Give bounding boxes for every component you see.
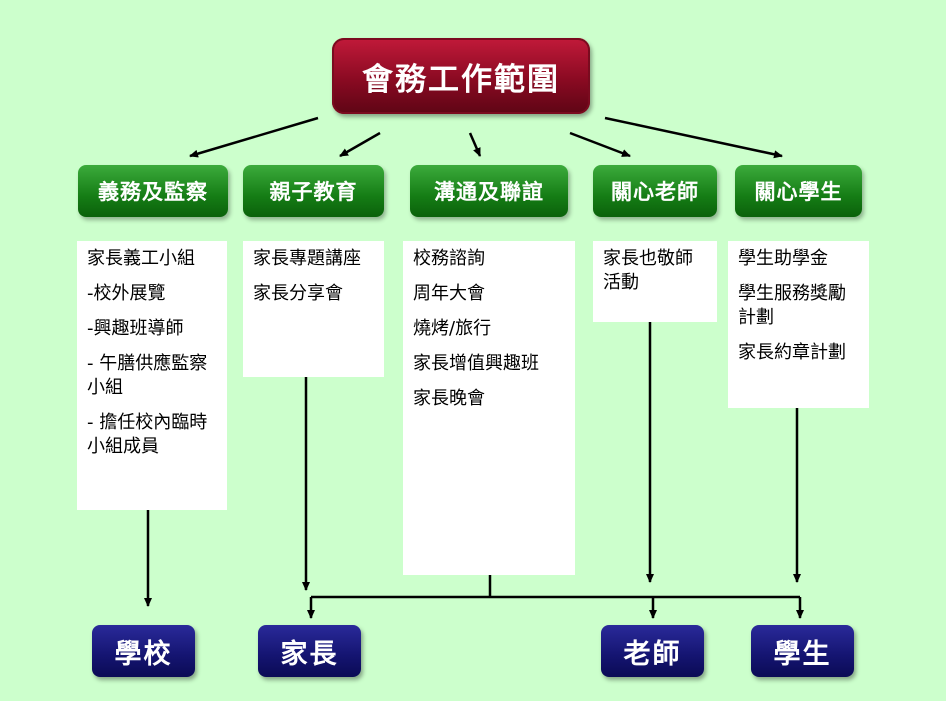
list-volunteer-supervision: 家長義工小組 -校外展覽 -興趣班導師 - 午膳供應監察小組 - 擔任校內臨時小… [77,241,227,510]
target-label: 學生 [773,638,832,670]
scope-title: 會務工作範圍 [362,61,560,98]
list-item: 家長義工小組 [87,248,195,269]
target-label: 家長 [280,638,339,670]
list-item: 學生服務獎勵計劃 [738,283,846,328]
list-item: 家長分享會 [253,283,343,304]
category-label: 關心老師 [611,179,699,204]
list-item: 周年大會 [413,283,485,304]
category-communication: 溝通及聯誼 [410,165,568,217]
list-item: 家長專題講座 [253,248,361,269]
list-care-students: 學生助學金 學生服務獎勵計劃 家長約章計劃 [728,241,869,408]
target-students: 學生 [751,625,854,677]
category-volunteer-supervision: 義務及監察 [78,165,228,217]
list-item: 家長增值興趣班 [413,353,539,374]
category-label: 溝通及聯誼 [434,179,544,204]
category-label: 關心學生 [754,179,843,204]
category-care-teachers: 關心老師 [593,165,717,217]
list-parent-education: 家長專題講座 家長分享會 [243,241,384,377]
list-item: - 午膳供應監察小組 [87,353,208,398]
category-parent-education: 親子教育 [243,165,384,217]
list-communication: 校務諮詢 周年大會 燒烤/旅行 家長增值興趣班 家長晚會 [403,241,575,575]
arrow-top-to-cat-5 [604,116,783,159]
list-item: 家長約章計劃 [738,342,846,363]
scope-title-box: 會務工作範圍 [332,38,590,114]
arrow-top-to-cat-3 [468,132,482,157]
target-school: 學校 [92,625,195,677]
list-care-teachers: 家長也敬師活動 [593,241,717,322]
list-item: 燒烤/旅行 [413,318,492,339]
list-item: -興趣班導師 [87,318,184,339]
list-item: 家長晚會 [413,388,485,409]
arrow-top-to-cat-1 [189,116,319,158]
target-parents: 家長 [258,625,361,677]
target-label: 學校 [114,638,173,670]
list-item: -校外展覽 [87,283,166,304]
category-care-students: 關心學生 [735,165,862,217]
category-label: 親子教育 [269,179,358,204]
list-item: 校務諮詢 [413,248,485,269]
target-teachers: 老師 [601,625,704,677]
arrow-top-to-cat-4 [569,131,631,158]
target-label: 老師 [623,638,682,670]
list-item: - 擔任校內臨時小組成員 [87,412,208,457]
arrow-top-to-cat-2 [339,131,381,158]
list-item: 家長也敬師活動 [603,248,693,293]
category-label: 義務及監察 [98,179,208,204]
list-item: 學生助學金 [738,248,828,269]
